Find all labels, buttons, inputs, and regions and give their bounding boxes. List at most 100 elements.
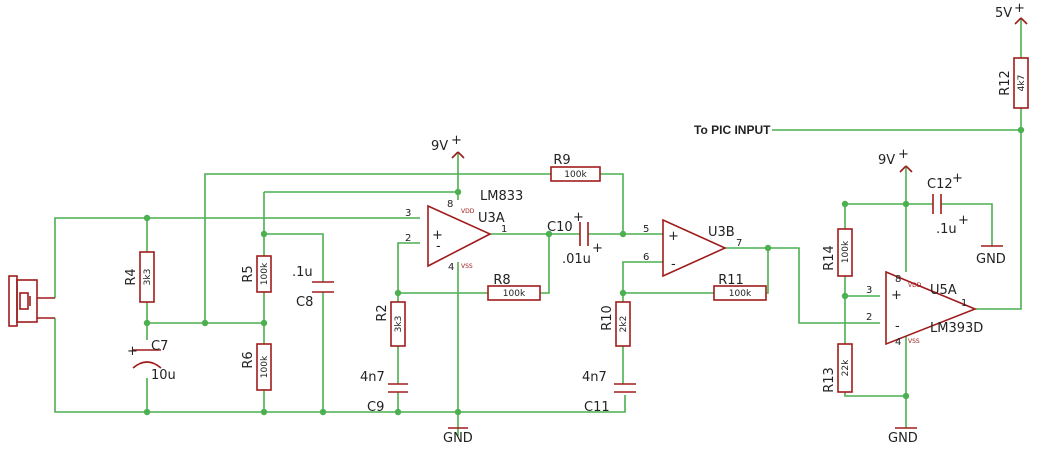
capacitor-c11: 4n7 C11 (582, 370, 636, 415)
svg-text:.01u: .01u (562, 252, 591, 267)
svg-text:100k: 100k (729, 289, 752, 299)
wire-ground-rail (54, 318, 626, 413)
svg-text:5V: 5V (995, 6, 1012, 21)
wire-u3a-minus (397, 242, 420, 302)
capacitor-c8: .1u C8 (292, 265, 334, 310)
svg-text:1: 1 (961, 298, 967, 309)
svg-text:C7: C7 (151, 339, 168, 354)
svg-text:R6: R6 (241, 351, 256, 368)
comparator-u5a: + - VDD VSS 3 2 1 8 4 U5A LM393D (866, 270, 983, 348)
svg-text:R14: R14 (822, 245, 837, 271)
svg-text:R8: R8 (493, 273, 510, 288)
svg-text:R5: R5 (241, 265, 256, 282)
resistor-r14: 100k R14 (822, 228, 853, 277)
svg-text:VDD: VDD (908, 282, 922, 289)
svg-text:+: + (592, 241, 603, 256)
svg-text:100k: 100k (841, 240, 851, 263)
svg-text:+: + (958, 213, 969, 228)
svg-text:LM833: LM833 (480, 189, 523, 204)
resistor-r6: 100k R6 (241, 343, 272, 391)
wire-vdd-right (845, 166, 993, 272)
svg-text:+: + (891, 288, 902, 303)
supply-5v: 5V + (995, 1, 1028, 25)
resistor-r4: 3k3 R4 (124, 251, 155, 303)
capacitor-c12: C12 + .1u + (927, 171, 969, 237)
wire-mic-signal (54, 217, 420, 298)
svg-text:-: - (671, 257, 676, 272)
svg-text:7: 7 (736, 238, 742, 249)
resistor-r13: 22k R13 (822, 343, 853, 393)
svg-text:R2: R2 (375, 304, 390, 321)
svg-text:C12: C12 (927, 177, 953, 192)
svg-text:+: + (573, 210, 584, 225)
svg-text:3: 3 (405, 208, 411, 219)
supply-9v-right: 9V + (878, 147, 913, 173)
svg-text:R11: R11 (718, 273, 744, 288)
microphone-symbol (8, 275, 55, 327)
svg-text:-: - (895, 319, 900, 334)
svg-text:C11: C11 (584, 400, 610, 415)
svg-text:C10: C10 (547, 220, 573, 235)
svg-text:+: + (432, 228, 443, 243)
svg-text:+: + (127, 344, 138, 359)
opamp-u3a: + - VDD VSS 3 2 1 8 4 LM833 U3A (405, 189, 523, 273)
svg-text:LM393D: LM393D (930, 321, 983, 336)
svg-text:R4: R4 (124, 268, 139, 285)
resistor-r8: 100k R8 (487, 273, 541, 301)
wires (54, 18, 1022, 436)
capacitor-c10: C10 + .01u + (547, 210, 603, 267)
wire-u3b-out (725, 247, 880, 324)
svg-text:22k: 22k (841, 359, 851, 376)
svg-text:GND: GND (443, 431, 473, 446)
svg-text:C8: C8 (296, 295, 313, 310)
svg-text:8: 8 (895, 274, 901, 285)
svg-text:10u: 10u (151, 368, 176, 383)
junctions (143, 126, 1025, 416)
ground-cap: GND (976, 245, 1006, 267)
ground-right: GND (888, 427, 918, 446)
svg-text:8: 8 (447, 199, 453, 210)
svg-text:GND: GND (888, 431, 918, 446)
svg-text:R9: R9 (553, 153, 570, 168)
svg-text:100k: 100k (260, 355, 270, 378)
wire-c8 (264, 233, 324, 412)
svg-text:4: 4 (448, 262, 454, 273)
svg-text:+: + (451, 133, 462, 148)
wire-vdd-r5 (264, 152, 459, 193)
resistor-r2: 3k3 R2 (375, 301, 406, 347)
svg-text:2: 2 (866, 312, 872, 323)
svg-text:R12: R12 (998, 70, 1013, 96)
svg-text:5: 5 (643, 224, 649, 235)
svg-text:4k7: 4k7 (1017, 75, 1027, 92)
svg-text:U3B: U3B (708, 225, 735, 240)
svg-text:9V: 9V (878, 153, 895, 168)
svg-text:VDD: VDD (461, 208, 475, 215)
svg-text:VSS: VSS (908, 338, 920, 345)
svg-text:1: 1 (501, 224, 507, 235)
net-label-pic-input: To PIC INPUT (694, 123, 771, 137)
svg-text:100k: 100k (260, 262, 270, 285)
svg-text:9V: 9V (431, 139, 448, 154)
wire-u5a-out (772, 108, 1022, 310)
svg-text:+: + (898, 147, 909, 162)
svg-text:2k2: 2k2 (619, 316, 629, 333)
svg-text:4: 4 (895, 337, 901, 348)
svg-text:+: + (952, 171, 963, 186)
svg-text:C9: C9 (367, 400, 384, 415)
svg-text:U3A: U3A (478, 211, 505, 226)
svg-text:R10: R10 (600, 305, 615, 331)
ground-left: GND (443, 427, 473, 446)
svg-text:3k3: 3k3 (394, 316, 404, 333)
svg-text:3k3: 3k3 (143, 269, 153, 286)
svg-text:+: + (668, 229, 679, 244)
resistor-r5: 100k R5 (241, 255, 272, 293)
svg-text:GND: GND (976, 252, 1006, 267)
resistor-r10: 2k2 R10 (600, 301, 631, 347)
wire-r8-feedback (398, 234, 550, 294)
wire-r9-loop (204, 173, 624, 323)
svg-text:2: 2 (405, 233, 411, 244)
svg-text:100k: 100k (564, 170, 587, 180)
svg-text:6: 6 (643, 252, 649, 263)
resistor-r12: 4k7 R12 (998, 57, 1029, 109)
svg-text:4n7: 4n7 (582, 370, 607, 385)
